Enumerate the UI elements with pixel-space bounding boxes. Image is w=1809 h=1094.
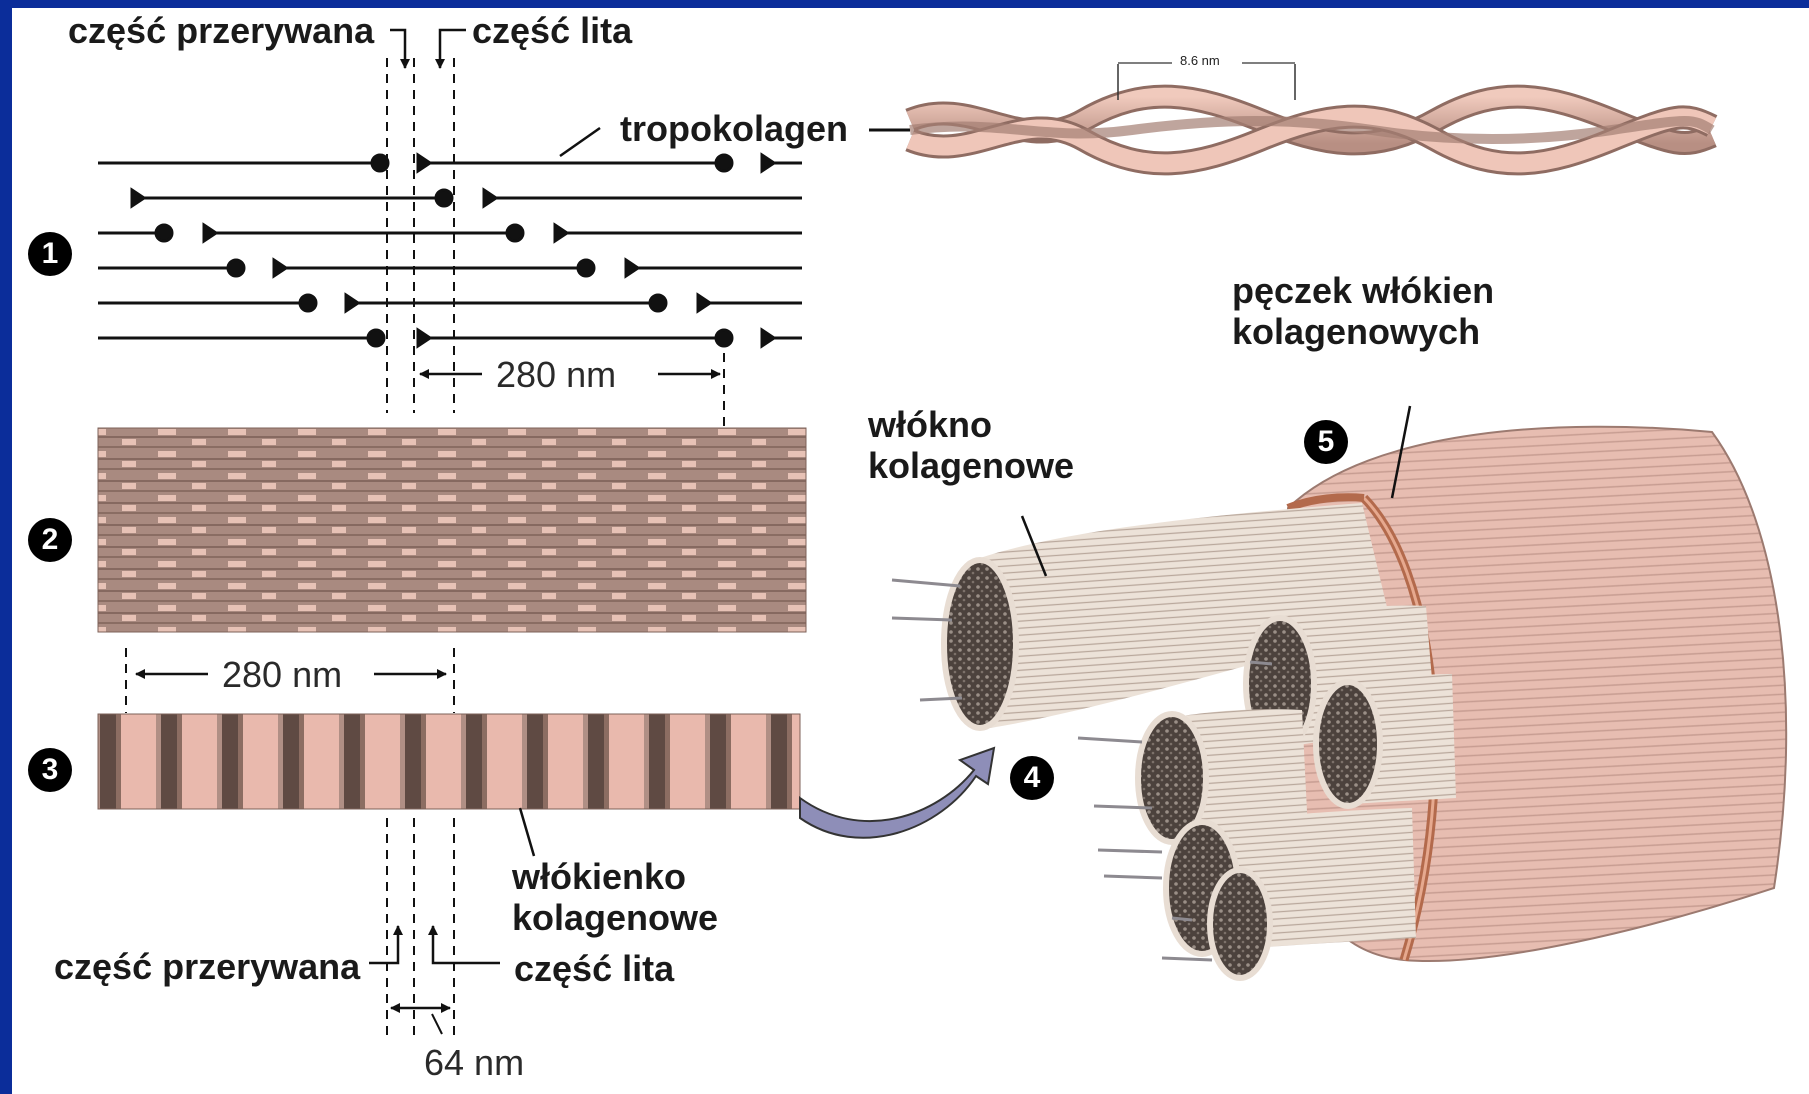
gap-region-label-bottom: część przerywana [54,946,360,987]
overlap-region-label-top: część lita [472,10,632,51]
helix-pitch-label: 8.6 nm [1180,54,1220,69]
step-5-badge: 5 [1304,420,1348,464]
banded-fibril [98,714,800,809]
step-3-badge: 3 [28,748,72,792]
fiber-label: włókno kolagenowe [868,404,1074,487]
diagram-canvas: 1 2 3 4 5 część przerywana część lita tr… [12,8,1809,1094]
triple-helix-rope [910,97,1712,164]
microfibril-block [98,428,806,632]
curved-arrow [800,748,994,838]
staggered-molecules [98,155,802,346]
overlap-region-label-bottom: część lita [514,948,674,989]
step-1-badge: 1 [28,232,72,276]
step-2-badge: 2 [28,518,72,562]
step-4-badge: 4 [1010,756,1054,800]
bundle-label: pęczek włókien kolagenowych [1232,270,1494,353]
period-64nm-label: 64 nm [424,1042,524,1083]
fiber-bundle [892,427,1786,978]
fibril-label: włókienko kolagenowe [512,856,718,939]
length-280nm-top: 280 nm [496,354,616,395]
length-280nm-middle: 280 nm [222,654,342,695]
tropocollagen-label: tropokolagen [620,108,848,149]
gap-region-label-top: część przerywana [68,10,374,51]
diagram-graphics [12,8,1809,1094]
